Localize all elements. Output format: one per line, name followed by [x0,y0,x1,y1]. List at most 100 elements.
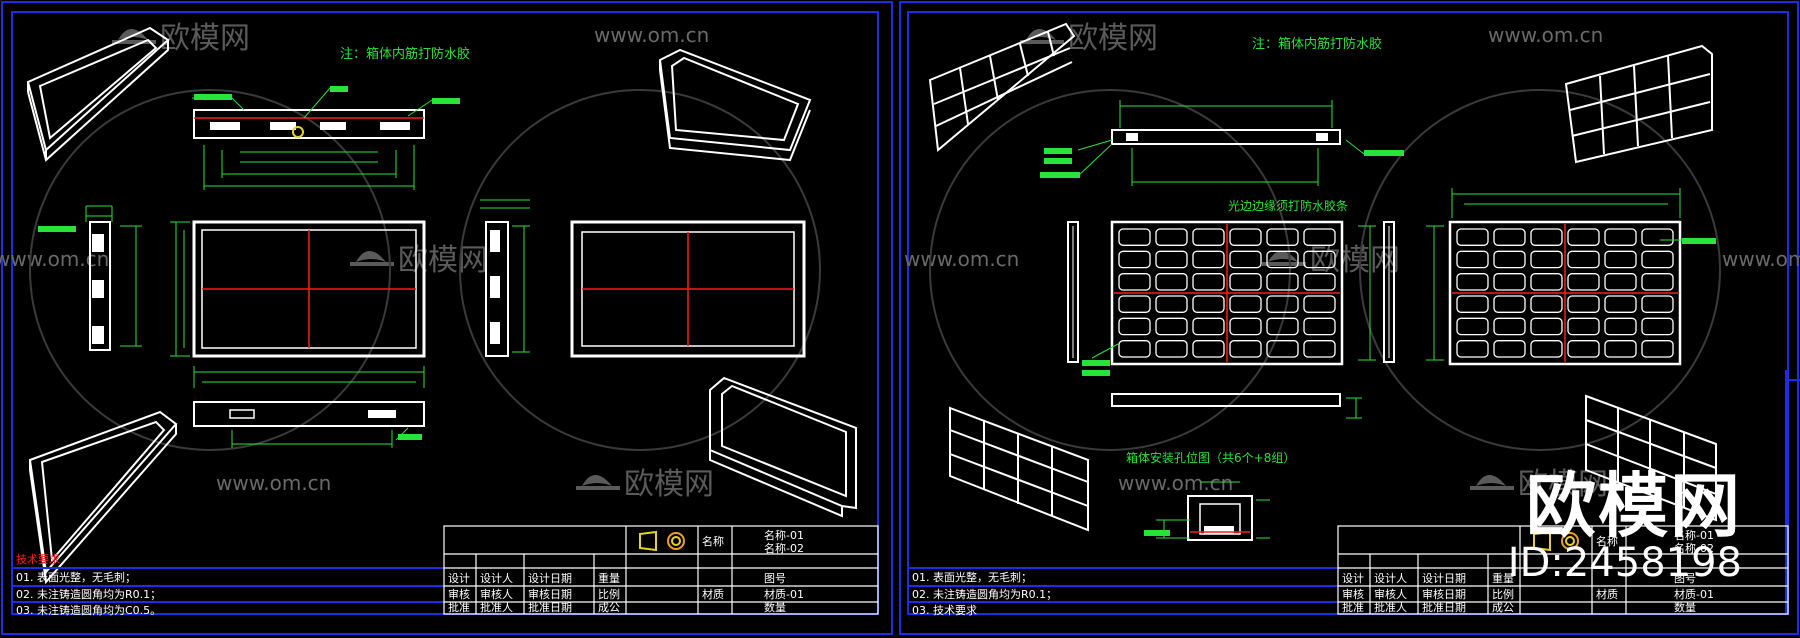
grid-slot [1266,250,1299,269]
left-tech-line-2: 02. 未注铸造圆角均为R0.1； [16,587,161,601]
right-sheet: 注：箱体内筋打防水胶 光边边缘须打防水胶条 箱体安装孔位图（共6个+8组） [908,22,1789,617]
grid-slot [1118,228,1151,246]
grid-slot [1192,228,1225,246]
grid-slot [1604,228,1637,246]
watermark-logo-3: 欧模网 [350,243,488,278]
left-projection-symbol [639,530,685,552]
grid-slot [1567,273,1600,291]
watermark-brand-5: 欧模网 [624,467,714,502]
right-side-bars [1067,221,1395,363]
right-tb-cheng: 成公 [1492,601,1514,614]
grid-slot [1530,228,1563,246]
grid-slot [1530,340,1563,358]
right-bottom-profile [1111,393,1362,419]
grid-slot [1493,340,1526,358]
brand-overlay-id: ID:2458198 [1507,540,1742,586]
grid-slot [1604,250,1637,269]
watermark-urls: www.om.cn www.om.cn www.om.cn www.om.cn … [0,23,1800,495]
grid-slot [1155,228,1188,246]
grid-slot [1493,250,1526,269]
grid-slot [1266,273,1299,291]
right-tb-designer: 设计人 [1374,572,1407,585]
left-tb-approve-date: 批准日期 [528,600,572,614]
watermark-brand-4: 欧模网 [1310,243,1400,278]
right-title-block: 01. 表面光整，无毛刺； 02. 未注铸造圆角均为R0.1； 03. 技术要求 [908,525,1789,617]
right-tech-line-2: 02. 未注铸造圆角均为R0.1； [912,587,1057,601]
grid-slot [1155,340,1188,358]
grid-slot [1456,273,1489,291]
right-tb-scale: 比例 [1492,587,1514,601]
grid-slot [1303,340,1336,358]
left-tb-name-2: 名称-02 [764,541,804,555]
grid-slot [1493,317,1526,336]
right-tb-name-2: 名称-02 [1674,541,1714,555]
right-tb-review: 审核 [1342,587,1364,601]
right-tb-design: 设计 [1342,572,1364,585]
left-iso-frame-top-right [658,48,812,162]
grid-slot [1567,317,1600,336]
right-tech-line-3: 03. 技术要求 [912,604,977,617]
left-sheet-outer-frame [1,1,893,635]
left-tb-weight: 重量 [598,571,620,585]
right-tb-weight: 重量 [1492,571,1514,585]
left-tb-material-label: 材质 [702,587,724,601]
left-sheet: 注：箱体内筋打防水胶 [12,26,879,617]
left-tb-design: 设计 [448,572,470,585]
grid-slot [1155,273,1188,291]
grid-slot [1530,250,1563,269]
left-tb-name-1: 名称-01 [764,528,804,542]
right-mid-note: 光边边缘须打防水胶条 [1228,198,1348,213]
left-bottom-profile [193,401,425,448]
grid-slot [1493,273,1526,291]
grid-slot [1192,295,1225,313]
left-tb-review-date: 审核日期 [528,587,572,601]
grid-slot [1456,295,1489,313]
watermark-logo-5: 欧模网 [576,467,714,502]
grid-slot [1266,295,1299,313]
right-top-profile [1040,100,1404,186]
grid-slot [1567,228,1600,246]
left-tb-designer: 设计人 [480,572,513,585]
left-back-view [570,220,806,358]
grid-slot [1641,273,1674,291]
right-tb-code: 图号 [1674,572,1696,585]
grid-slot [1192,317,1225,336]
right-tb-material-label: 材质 [1596,587,1618,601]
grid-slot [1530,317,1563,336]
grid-slot [1604,340,1637,358]
grid-slot [1493,295,1526,313]
grid-slot [1229,340,1262,358]
watermark-brand-1: 欧模网 [160,21,250,56]
grid-slot [1192,250,1225,269]
watermark-url-6: www.om.cn [216,471,331,495]
grid-slot [1456,228,1489,246]
grid-slot [1641,295,1674,313]
left-front-view [170,220,426,388]
left-note: 注：箱体内筋打防水胶 [340,46,470,62]
grid-slot [1229,317,1262,336]
grid-slot [1303,295,1336,313]
grid-slot [1303,317,1336,336]
grid-slot [1641,317,1674,336]
grid-slot [1303,250,1336,269]
grid-slot [1567,340,1600,358]
watermark-url-4: www.om.cn [904,247,1019,271]
left-side-view-2 [480,199,530,357]
left-tb-design-date: 设计日期 [528,572,572,585]
grid-slot [1118,250,1151,269]
watermark-url-2: www.om.cn [1488,23,1603,47]
grid-slot [1192,273,1225,291]
watermark-brand-3: 欧模网 [398,243,488,278]
grid-slot [1155,250,1188,269]
left-tb-name-label: 名称 [702,534,724,548]
grid-slot [1118,340,1151,358]
left-tech-line-3: 03. 未注铸造圆角均为C0.5。 [16,603,161,617]
right-tech-line-1: 01. 表面光整，无毛刺； [912,570,1032,584]
right-grid-front-view-2 [1426,188,1716,366]
grid-slot [1604,295,1637,313]
right-tb-approve-date: 批准日期 [1422,600,1466,614]
left-side-view-1 [38,205,142,351]
brand-overlay-name: 欧模网 [1526,465,1742,547]
grid-slot [1604,273,1637,291]
